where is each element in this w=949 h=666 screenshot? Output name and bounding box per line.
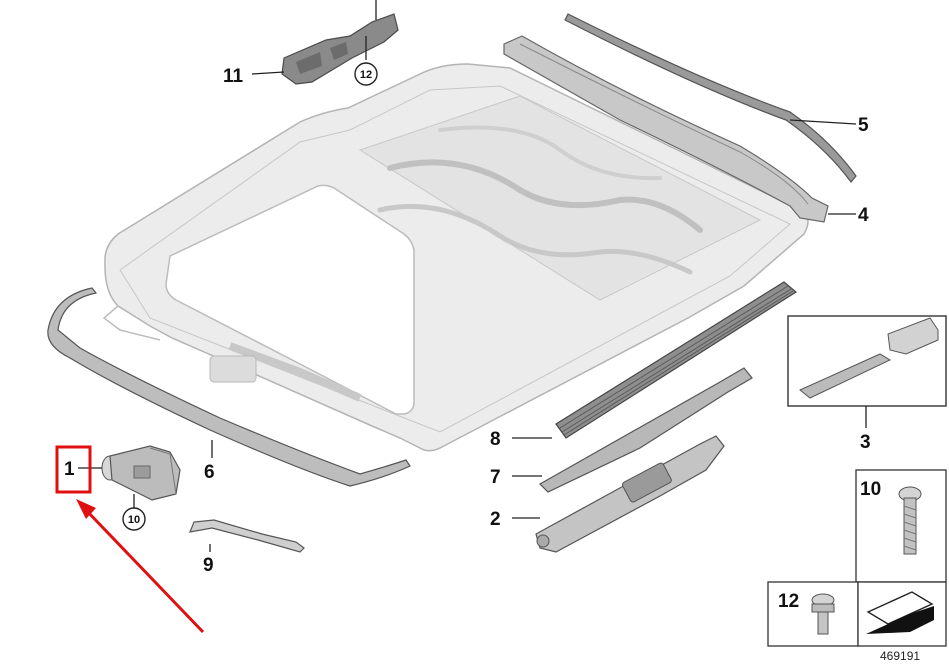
part-4-cover-strip [503,35,829,223]
bolt-icon [811,593,835,635]
highlight-annotation [55,445,205,634]
part-5-seal-strip [564,13,857,183]
part-1-drive-motor [101,445,181,501]
label-part-6: 6 [204,462,215,483]
circled-ref-12: 12 [354,62,378,86]
fastener-legend [767,469,947,647]
part-9-crank-handle [189,519,305,553]
part-8-deflector-strip [555,281,798,439]
label-part-1: 1 [64,459,75,480]
part-3-detail-box [787,315,947,407]
label-part-4: 4 [858,205,869,226]
part-6-front-seal [47,287,411,487]
part-7-guide-rail [539,367,753,493]
label-part-3: 3 [860,432,871,453]
sunroof-frame [102,63,809,452]
label-part-11: 11 [223,66,244,87]
label-part-9: 9 [203,555,214,576]
label-part-5: 5 [858,115,869,136]
part-11-bracket [281,13,399,85]
document-number: 469191 [880,649,920,663]
label-part-10: 10 [860,479,881,500]
label-part-8: 8 [490,429,501,450]
circled-ref-12-text: 12 [360,69,372,81]
label-part-2: 2 [490,509,501,530]
part-2-slide-mechanism [535,435,725,553]
circled-ref-10-text: 10 [128,514,140,526]
plate-arrow-icon [866,591,934,634]
screw-icon [898,486,922,555]
red-arrow-head [76,499,96,519]
circled-ref-10: 10 [122,507,146,531]
label-part-12: 12 [778,591,799,612]
label-part-7: 7 [490,467,501,488]
